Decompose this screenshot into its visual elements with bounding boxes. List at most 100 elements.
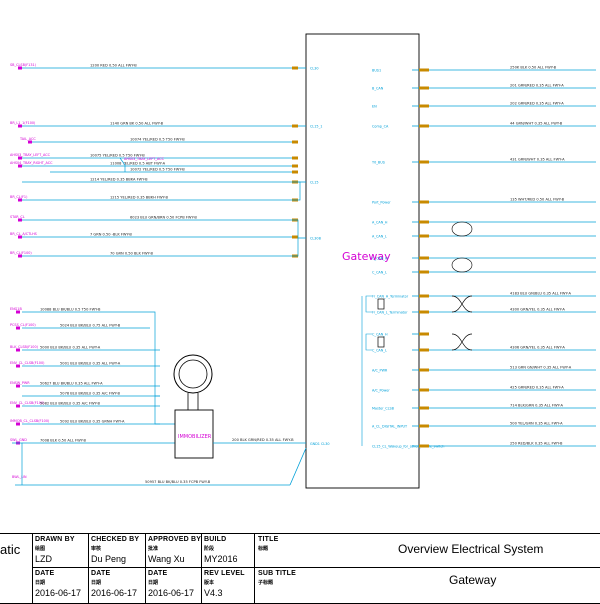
immobilizer-coil [173, 354, 213, 394]
left-wire: BR_CL(F1)1215 YEL/RED 0.35 BBKH FWY-B [10, 195, 298, 202]
wire-label: 11008 YEL/RED 0.5 ABT FWY-A [110, 162, 166, 166]
twist-loop [451, 257, 473, 273]
lower-wire-connector-label: ENG1B [10, 307, 22, 311]
lower-bus-line [150, 311, 175, 425]
connector-pin-block [419, 256, 429, 260]
gateway-left-pin-label: CL30B [310, 237, 322, 241]
date2-header: DATE [91, 570, 111, 577]
left-wire-connector-label: TAIL_ACC [19, 137, 36, 141]
wire-label: 5092 BLU BK/BLU 0.35 GRNH FWY-A [60, 420, 125, 424]
lower-wire: IMMOB_CL_CLSB(F100)5092 BLU BK/BLU 0.35 … [10, 419, 160, 426]
lower-wire-endpoint [16, 404, 20, 408]
wire-label: 6023 BLU GRN/BRN 0.50 FCPB FWY-B [130, 216, 197, 220]
right-wire: 4183 BLU GN/BLU 0.35 ALL FWY-A [429, 292, 596, 297]
gateway-right-pin-label: B_CAN [372, 87, 384, 91]
left-wire: SB_CLSB(F131)1200 RED 0.50 ALL FWY-B [10, 63, 298, 70]
gateway-right-pin-label: A_CAN_L [372, 235, 387, 239]
wire-label: 5001 BLU BK/BLU 0.35 ALL FWY-A [60, 362, 121, 366]
gnd-drop-line [12, 442, 23, 485]
lower-wire: BLK_CLSB(F100)5000 BLU BK/BLU 0.35 ALL F… [10, 345, 160, 352]
checked-by-header: CHECKED BY [91, 536, 140, 543]
wire-label: 4306 GRN/YEL 0.35 ALL FWY-A [510, 346, 565, 350]
gateway-left-pin-label: CL15 [310, 181, 319, 185]
gateway-left-pin: CL30 [298, 67, 319, 71]
wire-label: 5078 BLU BK/BLU 0.35 A/C FWY-B [60, 392, 120, 396]
approved-by-header: APPROVED BY [148, 536, 202, 543]
wire-label: 425 GRN/RED 0.35 ALL FWY-A [510, 386, 564, 390]
bus-join-cl30b [292, 219, 299, 257]
immobilizer-coil-inner [178, 359, 208, 389]
date3-value: 2016-06-17 [148, 588, 195, 598]
lower-wire-connector-label: PCSS_CL(F100) [10, 323, 36, 327]
checked-by-cn: 审核 [91, 546, 102, 552]
left-wire: TAIL_ACC 10074 YEL/RED 0.5 T50 FWY-B [19, 137, 298, 144]
terminator-loop [365, 295, 372, 313]
twist-symbol [451, 295, 473, 313]
gateway-right-pin: Comp_CA [372, 124, 429, 129]
terminator-pair [365, 295, 473, 313]
date1-cn: 日期 [35, 580, 46, 586]
gateway-right-pin: EN [372, 104, 429, 109]
approved-by-value: Wang Xu [148, 554, 185, 564]
gateway-label: Gateway [342, 250, 391, 263]
sub-title-cn: 子标题 [258, 580, 274, 586]
terminator-loop [365, 333, 372, 351]
wire-label: 201 GRN/RED 0.35 ALL FWY-A [510, 84, 564, 88]
gateway-right-pin: C_CAN_H [372, 256, 429, 261]
connector-pin-block [419, 124, 429, 128]
drawn-by-value: LZD [35, 554, 53, 564]
left-wire-connector-label: BR_CL(F100) [10, 251, 32, 255]
wire-label: 70 GRN 0.50 BLK FWY-B [110, 252, 153, 256]
lower-wire: ENV_CL_CLSB(F100) 5001 BLU BK/BLU 0.35 AL… [10, 361, 160, 368]
connector-pin-block [292, 66, 298, 70]
wire-label: 4183 BLU GN/BLU 0.35 ALL FWY-A [510, 292, 571, 296]
drawn-by-cn: 绘图 [35, 546, 46, 552]
right-wire: 44 GRN/WHT 0.35 ALL FWY-B [429, 122, 596, 127]
connector-pin-block [292, 156, 298, 160]
gateway-module-box [305, 33, 420, 489]
wire-label: 5000 BLU BK/BLU 0.35 ALL FWY-A [40, 346, 101, 350]
right-wire: 714 BLK/GRN 0.35 ALL FWY-A [429, 404, 596, 409]
wire-label: 7 GRN 0.50 -BLK FWY-B [90, 233, 132, 237]
lower-wire-connector-label: SWL_GND [10, 438, 27, 442]
checked-by-value: Du Peng [91, 554, 127, 564]
svg-text:GND1 CL30: GND1 CL30 [310, 442, 330, 446]
wire-label: 10074 YEL/RED 0.5 T50 FWY-B [130, 138, 185, 142]
lower-wire-connector-label: ENV_CL_CLSB(F100) [10, 361, 45, 365]
right-wire: 500 YEL/GRN 0.35 ALL FWY-A [429, 422, 596, 427]
gateway-right-pin: Fr_CAN_L_Terminator [372, 310, 429, 315]
gateway-left-pin-label: CL30 [310, 67, 319, 71]
connector-pin-block [292, 124, 298, 128]
connector-pin-block [419, 294, 429, 298]
twisted-pair [429, 221, 596, 237]
left-wire-endpoint [18, 198, 22, 202]
twist-loop [451, 221, 473, 237]
title-block-left-cut-text: atic [0, 542, 21, 557]
lower-wire-connector-label: ENSW_PWR [10, 381, 30, 385]
left-wire-endpoint [18, 254, 22, 258]
lower-wire-endpoint [16, 348, 20, 352]
svg-text:200 BLK GRN/RED 0.35 ALL FWY-B: 200 BLK GRN/RED 0.35 ALL FWY-B [232, 438, 294, 442]
wire-label: 250K BLK 0.50 ALL FWY-B [510, 66, 557, 70]
lower-wire-connector-label: BLK_CLSB(F100) [10, 345, 39, 349]
connector-pin-block [292, 164, 298, 168]
gateway-left-pin-label: CL15_1 [310, 125, 322, 129]
wire-label: 1215 YEL/RED 0.35 BBKH FWY-B [110, 196, 168, 200]
sub-title-header: SUB TITLE [258, 570, 296, 577]
terminator-resistor [377, 336, 385, 348]
gateway-right-pin: C_CAN_H [372, 332, 429, 337]
gateway-right-pin-label: A_CL_DIGITAL_INPUT [372, 425, 408, 429]
rev-level-header: REV LEVEL [204, 570, 245, 577]
date2-value: 2016-06-17 [91, 588, 138, 598]
gateway-right-pin: CL15_CL_Wakeup_for_other_enable_switch [372, 444, 444, 449]
connector-pin-block [419, 368, 429, 372]
lower-wire: PCSS_CL(F100)5024 BLU BK/BLU 0.75 ALL FW… [10, 323, 150, 330]
gateway-right-pin-label: A/C_PWR [372, 369, 388, 373]
right-wire: 4300 GRN/YEL 0.35 ALL FWY-A [429, 308, 596, 313]
gateway-right-pin-label: C_CAN_H [372, 333, 388, 337]
twist-symbol [451, 333, 473, 351]
gateway-right-pin: T0_BUS [371, 160, 429, 165]
